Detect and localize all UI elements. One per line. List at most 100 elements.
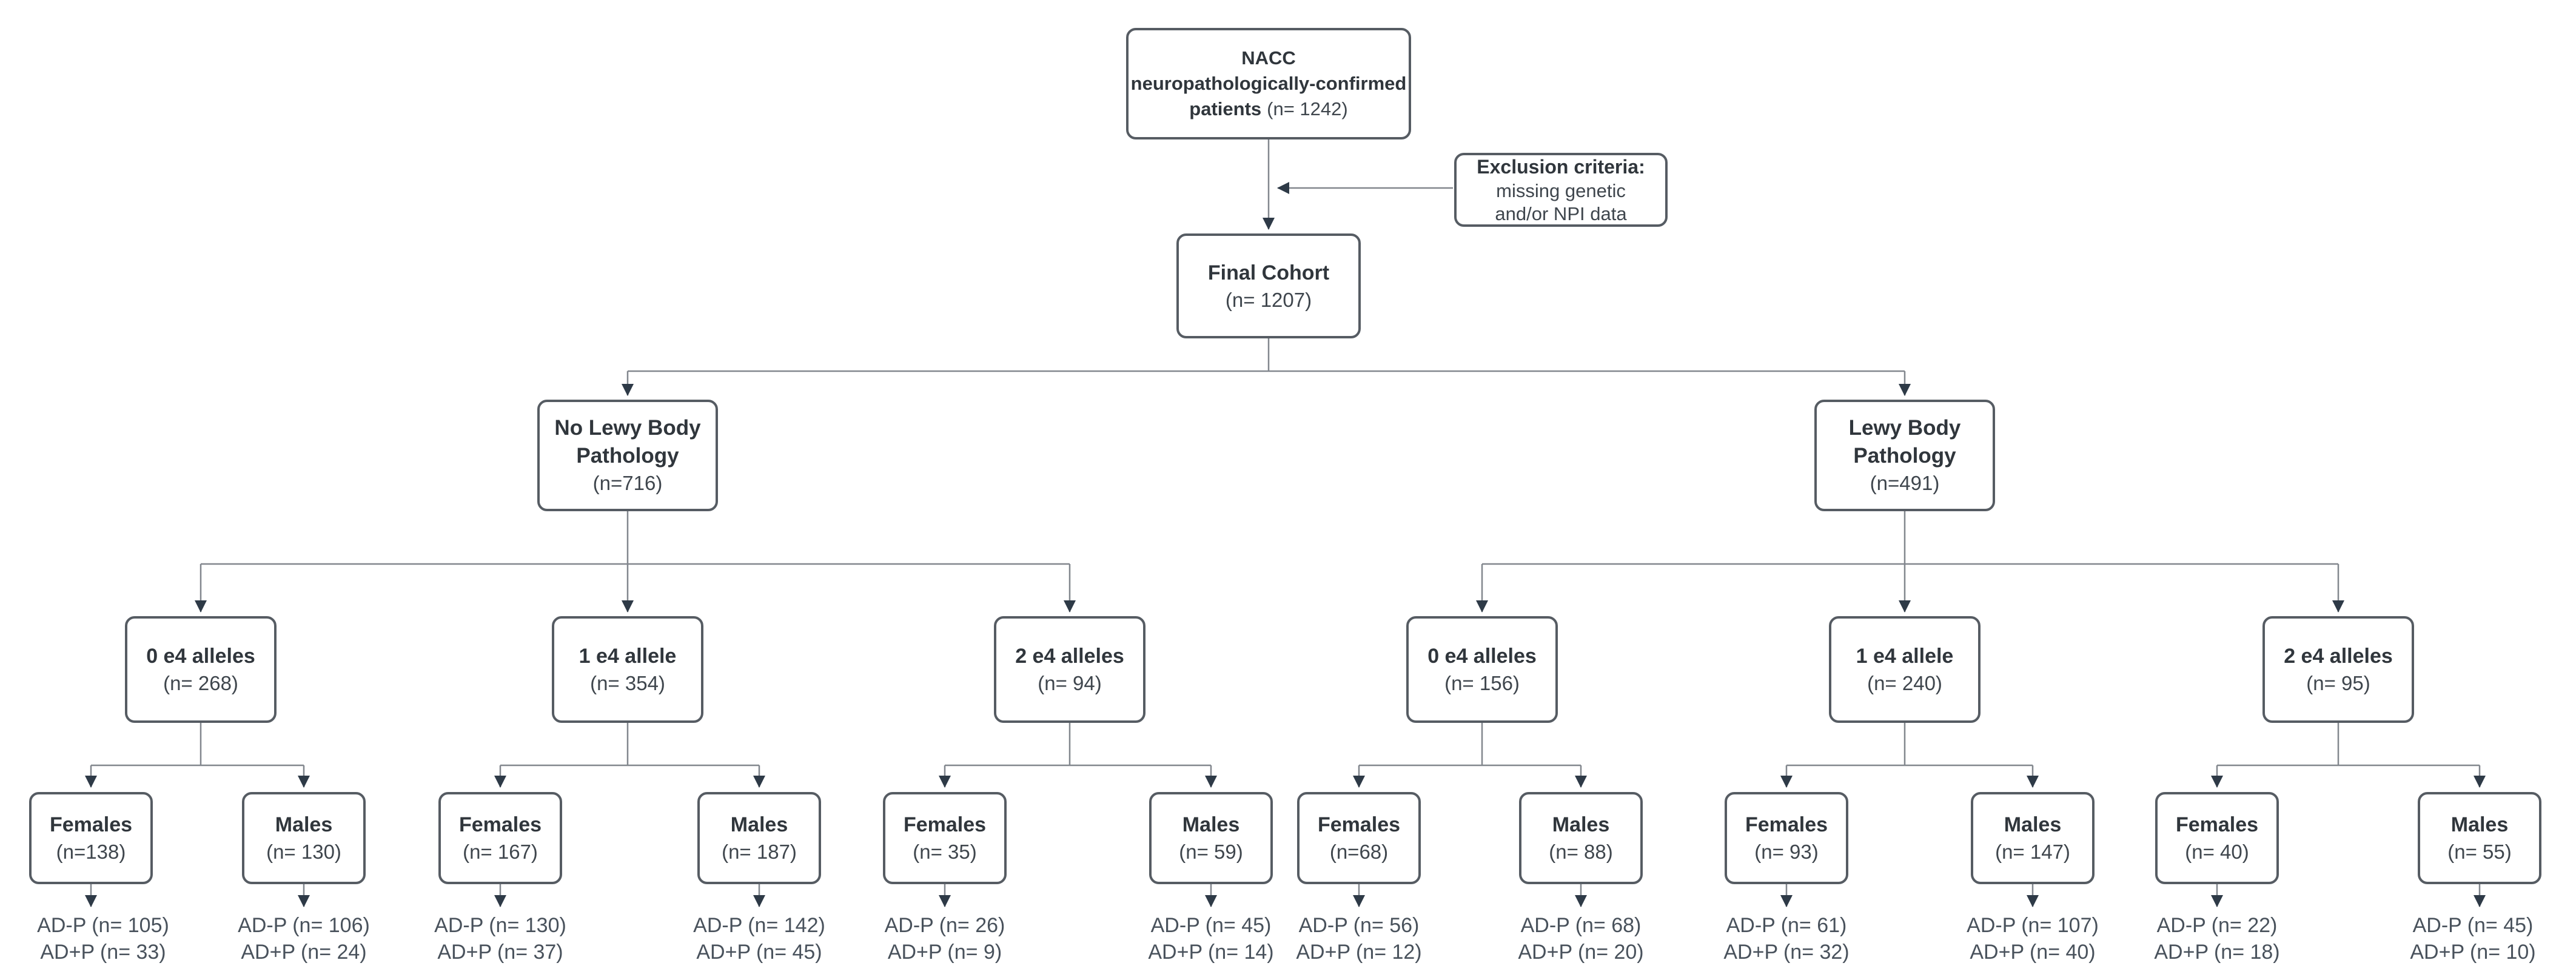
- node-males-2e4-lbp: Males (n= 55): [2418, 792, 2541, 884]
- node-count: (n= 240): [1867, 672, 1942, 694]
- node-title: Males: [2004, 813, 2062, 836]
- node-males-0e4-lbp: Males (n= 88): [1519, 792, 1643, 884]
- node-2e4-nolbp: 2 e4 alleles (n= 94): [994, 616, 1145, 723]
- node-males-0e4-nolbp: Males (n= 130): [242, 792, 366, 884]
- node-exclusion-criteria: Exclusion criteria: missing genetic and/…: [1454, 153, 1668, 227]
- node-1e4-lbp: 1 e4 allele (n= 240): [1829, 616, 1981, 723]
- adp-count: AD-P (n= 130): [434, 914, 566, 937]
- node-count: (n= 1242): [1267, 98, 1348, 119]
- node-title: Males: [2450, 813, 2509, 836]
- outcome-males-2e4-lbp: AD-P (n= 45) AD+P (n= 10): [2370, 912, 2576, 965]
- node-females-0e4-lbp: Females (n=68): [1297, 792, 1421, 884]
- node-males-2e4-nolbp: Males (n= 59): [1149, 792, 1273, 884]
- adpp-count: AD+P (n= 40): [1970, 941, 2096, 964]
- node-title: Males: [1552, 813, 1610, 836]
- node-title: 1 e4 allele: [1856, 645, 1954, 668]
- node-females-2e4-nolbp: Females (n= 35): [883, 792, 1007, 884]
- node-final-cohort: Final Cohort (n= 1207): [1176, 233, 1361, 338]
- outcome-females-2e4-nolbp: AD-P (n= 26) AD+P (n= 9): [842, 912, 1048, 965]
- node-title: Females: [1745, 813, 1828, 836]
- node-title: patients(n= 1242): [1189, 98, 1348, 119]
- node-title: Males: [275, 813, 333, 836]
- node-lewy-body-pathology: Lewy Body Pathology (n=491): [1814, 400, 1995, 511]
- node-title: 2 e4 alleles: [1015, 645, 1124, 668]
- node-title: Females: [2175, 813, 2259, 836]
- outcome-females-0e4-nolbp: AD-P (n= 105) AD+P (n= 33): [0, 912, 206, 965]
- node-title: Males: [1182, 813, 1240, 836]
- outcome-males-1e4-lbp: AD-P (n= 107) AD+P (n= 40): [1930, 912, 2136, 965]
- node-title: 2 e4 alleles: [2284, 645, 2393, 668]
- node-title: Females: [458, 813, 542, 836]
- node-females-0e4-nolbp: Females (n=138): [29, 792, 153, 884]
- adpp-count: AD+P (n= 14): [1148, 941, 1274, 964]
- node-title: Females: [49, 813, 133, 836]
- adpp-count: AD+P (n= 33): [40, 941, 166, 964]
- node-females-1e4-nolbp: Females (n= 167): [438, 792, 562, 884]
- node-count: (n= 55): [2447, 841, 2512, 863]
- adpp-count: AD+P (n= 32): [1723, 941, 1850, 964]
- adp-count: AD-P (n= 45): [1150, 914, 1272, 937]
- node-detail: missing genetic: [1496, 180, 1626, 201]
- node-count: (n= 35): [913, 841, 977, 863]
- node-nacc-patients: NACC neuropathologically-confirmed patie…: [1126, 28, 1411, 139]
- node-count: (n= 167): [463, 841, 538, 863]
- adp-count: AD-P (n= 106): [238, 914, 370, 937]
- adpp-count: AD+P (n= 20): [1518, 941, 1644, 964]
- adp-count: AD-P (n= 142): [693, 914, 825, 937]
- node-females-1e4-lbp: Females (n= 93): [1725, 792, 1848, 884]
- node-title: Pathology: [576, 444, 679, 468]
- adpp-count: AD+P (n= 37): [437, 941, 563, 964]
- node-2e4-lbp: 2 e4 alleles (n= 95): [2262, 616, 2414, 723]
- node-count: (n= 88): [1549, 841, 1613, 863]
- node-title: Males: [730, 813, 788, 836]
- node-title: Females: [1317, 813, 1401, 836]
- node-title: Final Cohort: [1207, 261, 1330, 284]
- adpp-count: AD+P (n= 12): [1296, 941, 1422, 964]
- node-count: (n= 268): [163, 672, 238, 694]
- adp-count: AD-P (n= 22): [2156, 914, 2278, 937]
- node-title: Pathology: [1853, 444, 1956, 468]
- node-title: Exclusion criteria:: [1477, 155, 1645, 178]
- node-count: (n= 130): [266, 841, 341, 863]
- outcome-males-0e4-nolbp: AD-P (n= 106) AD+P (n= 24): [201, 912, 407, 965]
- node-title: Females: [903, 813, 987, 836]
- outcome-females-0e4-lbp: AD-P (n= 56) AD+P (n= 12): [1256, 912, 1462, 965]
- adp-count: AD-P (n= 45): [2412, 914, 2534, 937]
- adp-count: AD-P (n= 68): [1520, 914, 1642, 937]
- node-title: 0 e4 alleles: [1427, 645, 1537, 668]
- node-count: (n=138): [56, 841, 126, 863]
- outcome-females-1e4-nolbp: AD-P (n= 130) AD+P (n= 37): [397, 912, 603, 965]
- node-males-1e4-nolbp: Males (n= 187): [697, 792, 821, 884]
- node-count: (n= 59): [1179, 841, 1243, 863]
- node-count: (n= 156): [1444, 672, 1520, 694]
- node-count: (n= 40): [2185, 841, 2249, 863]
- node-detail: and/or NPI data: [1495, 203, 1627, 224]
- node-count: (n=491): [1870, 472, 1940, 494]
- adp-count: AD-P (n= 61): [1726, 914, 1847, 937]
- node-count: (n= 94): [1038, 672, 1102, 694]
- node-count: (n= 93): [1754, 841, 1819, 863]
- node-1e4-nolbp: 1 e4 allele (n= 354): [552, 616, 703, 723]
- adpp-count: AD+P (n= 18): [2154, 941, 2280, 964]
- node-title: 0 e4 alleles: [146, 645, 255, 668]
- node-0e4-nolbp: 0 e4 alleles (n= 268): [125, 616, 277, 723]
- adp-count: AD-P (n= 105): [37, 914, 169, 937]
- node-title: 1 e4 allele: [579, 645, 677, 668]
- node-title: NACC: [1241, 47, 1296, 69]
- node-count: (n= 354): [590, 672, 665, 694]
- adpp-count: AD+P (n= 9): [887, 941, 1002, 964]
- node-males-1e4-lbp: Males (n= 147): [1971, 792, 2095, 884]
- adpp-count: AD+P (n= 45): [696, 941, 822, 964]
- node-count: (n=68): [1329, 841, 1389, 863]
- node-count: (n= 95): [2306, 672, 2370, 694]
- node-no-lewy-body-pathology: No Lewy Body Pathology (n=716): [537, 400, 718, 511]
- node-title: No Lewy Body: [554, 416, 701, 440]
- node-count: (n=716): [592, 472, 663, 494]
- adp-count: AD-P (n= 26): [884, 914, 1005, 937]
- outcome-females-1e4-lbp: AD-P (n= 61) AD+P (n= 32): [1683, 912, 1890, 965]
- adp-count: AD-P (n= 107): [1967, 914, 2099, 937]
- node-females-2e4-lbp: Females (n= 40): [2155, 792, 2279, 884]
- node-title: Lewy Body: [1848, 416, 1961, 440]
